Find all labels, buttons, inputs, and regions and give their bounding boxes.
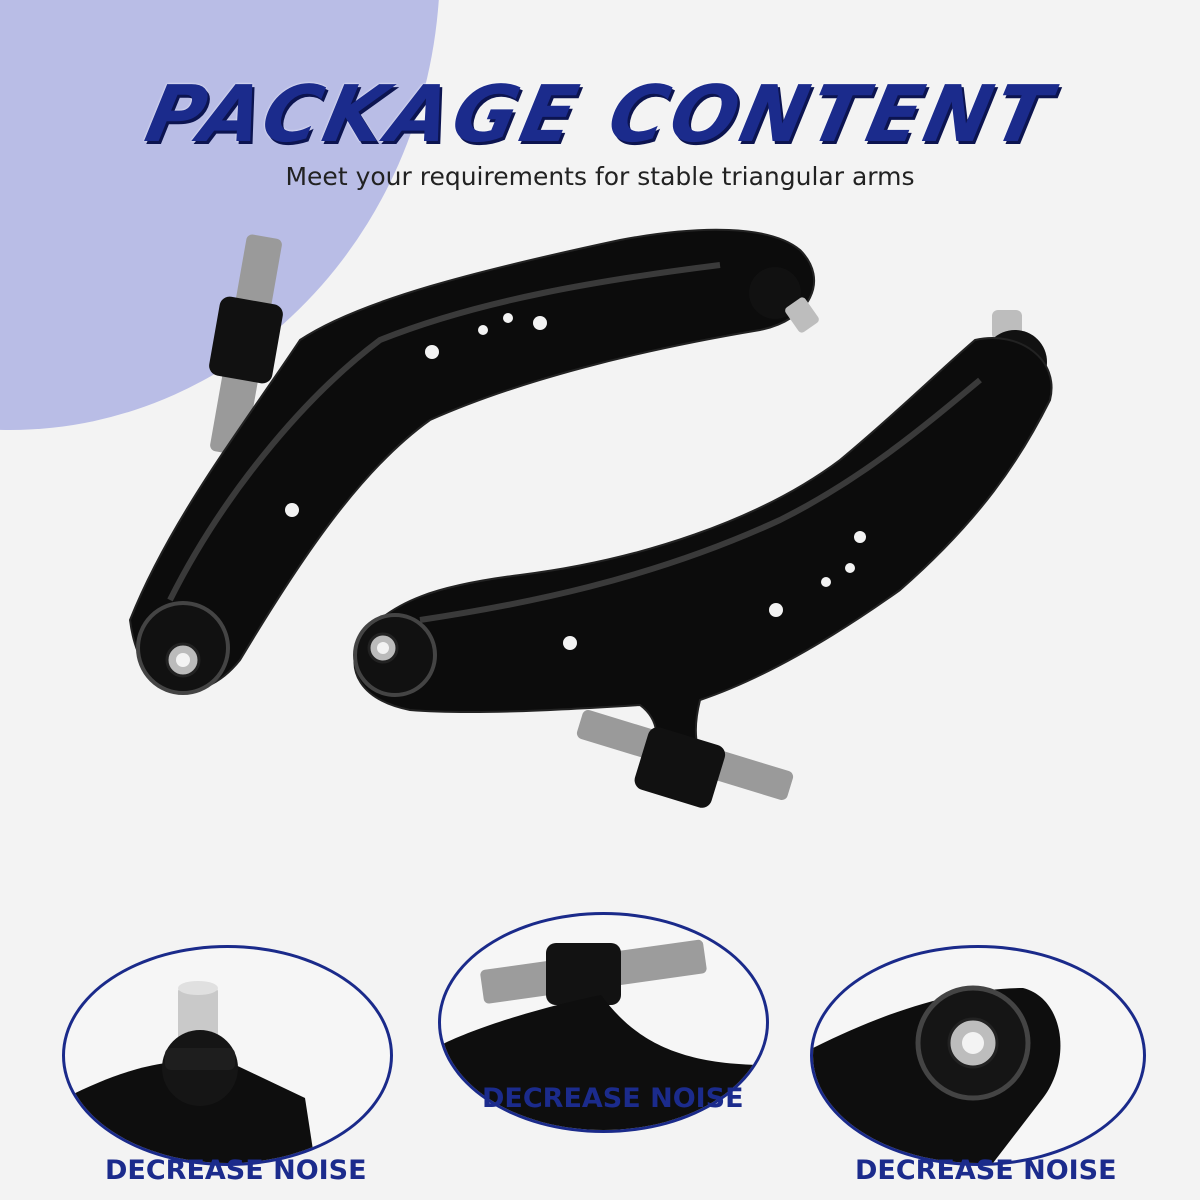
left-control-arm bbox=[128, 228, 819, 695]
rear-bushing bbox=[209, 296, 283, 384]
ball-joint-closeup-icon bbox=[65, 981, 315, 1163]
ball-joint-detail bbox=[62, 945, 393, 1166]
control-arms-illustration bbox=[128, 228, 1053, 808]
ball-joint-caption: DECREASE NOISE bbox=[105, 1155, 367, 1186]
rear-bushing-detail bbox=[438, 912, 769, 1133]
front-bushing-closeup-icon bbox=[813, 985, 1061, 1163]
rear-bushing-closeup-icon bbox=[441, 939, 766, 1130]
rear-bushing-caption: DECREASE NOISE bbox=[482, 1083, 744, 1114]
front-bushing-detail bbox=[810, 945, 1146, 1166]
front-bushing-caption: DECREASE NOISE bbox=[855, 1155, 1117, 1186]
rear-bushing bbox=[634, 727, 726, 808]
right-control-arm bbox=[353, 310, 1053, 808]
page-subtitle: Meet your requirements for stable triang… bbox=[285, 162, 915, 191]
ball-joint bbox=[749, 267, 801, 319]
